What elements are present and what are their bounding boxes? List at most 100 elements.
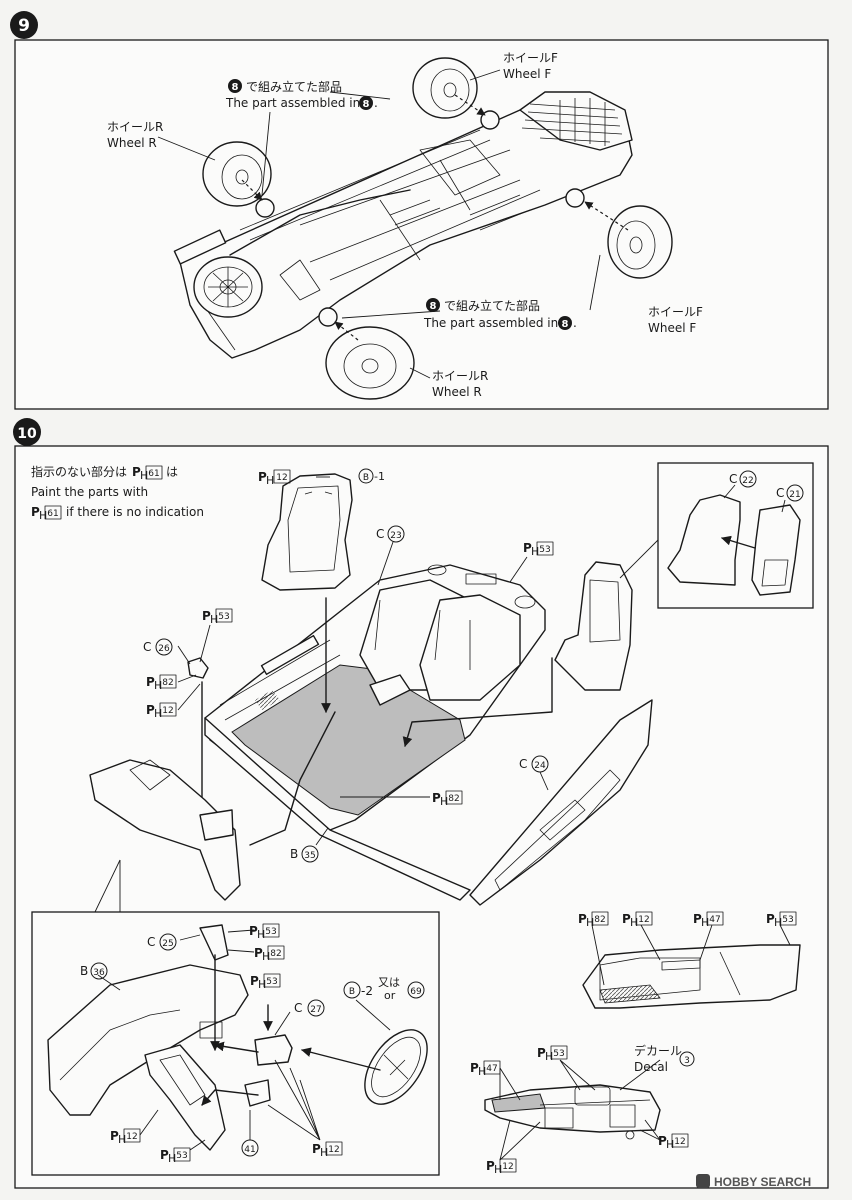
step-9-panel: 9 [10, 11, 829, 410]
svg-text:or: or [384, 989, 396, 1002]
svg-text:H: H [154, 707, 162, 720]
label-c26: C 26 [143, 638, 173, 656]
svg-text:41: 41 [244, 1145, 255, 1155]
svg-text:C: C [519, 757, 527, 771]
svg-text:B: B [349, 987, 355, 997]
wheel-front-top [412, 57, 478, 119]
svg-text:B: B [290, 847, 298, 861]
svg-text:P: P [160, 1148, 169, 1162]
svg-text:-2: -2 [361, 984, 373, 998]
svg-text:H: H [586, 916, 594, 929]
step-10-number: 10 [17, 426, 37, 442]
svg-text:C: C [376, 527, 384, 541]
svg-text:12: 12 [638, 915, 649, 925]
svg-text:P: P [658, 1134, 667, 1148]
svg-text:if there is no indication: if there is no indication [66, 505, 204, 519]
svg-text:P: P [146, 675, 155, 689]
svg-text:8: 8 [232, 82, 239, 93]
svg-text:H: H [630, 916, 638, 929]
svg-text:53: 53 [266, 977, 277, 987]
svg-text:35: 35 [304, 851, 315, 861]
label-lever-top: P H 53 [202, 608, 233, 626]
svg-text:H: H [320, 1146, 328, 1159]
label-c23: C 23 [376, 525, 405, 543]
svg-text:P: P [249, 924, 258, 938]
svg-text:C: C [143, 640, 151, 654]
svg-text:Decal: Decal [634, 1060, 668, 1074]
label-wheel-f-top: ホイールF Wheel F [503, 51, 558, 81]
svg-text:H: H [266, 474, 274, 487]
dashboard-main [89, 759, 241, 901]
svg-text:53: 53 [539, 545, 550, 555]
step-9-number: 9 [18, 16, 30, 36]
svg-text:は: は [166, 465, 178, 479]
svg-text:-1: -1 [374, 470, 385, 483]
svg-text:.: . [573, 316, 577, 330]
svg-text:12: 12 [162, 706, 173, 716]
svg-text:P: P [523, 541, 532, 555]
svg-text:B: B [80, 964, 88, 978]
front-seat-bucket [261, 473, 353, 591]
wheel-front-right [607, 205, 673, 279]
svg-text:53: 53 [782, 915, 793, 925]
svg-text:P: P [537, 1046, 546, 1060]
svg-text:61: 61 [148, 469, 159, 479]
label-c27: C 27 [294, 999, 325, 1017]
svg-text:H: H [262, 950, 270, 963]
svg-text:24: 24 [534, 761, 546, 771]
label-b35: B 35 [290, 845, 319, 863]
label-lever-mid: P H 82 [146, 674, 177, 692]
svg-text:指示のない部分は: 指示のない部分は [31, 464, 127, 479]
svg-text:H: H [258, 978, 266, 991]
svg-text:53: 53 [553, 1049, 564, 1059]
svg-text:P: P [578, 912, 587, 926]
label-front-dash: P H 53 デカール Decal 3 P H 47 P H 12 P H 12 [470, 1043, 695, 1176]
svg-text:12: 12 [674, 1137, 685, 1147]
svg-text:36: 36 [93, 968, 105, 978]
svg-text:69: 69 [410, 987, 422, 997]
svg-text:8: 8 [562, 319, 569, 330]
svg-text:The part assembled in: The part assembled in [423, 316, 558, 330]
svg-text:HOBBY SEARCH: HOBBY SEARCH [714, 1175, 811, 1189]
dashboard-front-view [484, 1059, 661, 1161]
svg-text:P: P [432, 791, 441, 805]
svg-text:P: P [202, 609, 211, 623]
front-seat-right [554, 561, 633, 691]
door-panel-c24 [469, 699, 653, 906]
svg-text:82: 82 [270, 949, 281, 959]
svg-text:H: H [168, 1152, 176, 1165]
label-rear-paint: P H 53 [523, 541, 554, 558]
svg-text:P: P [31, 505, 40, 519]
interior-tub [204, 564, 546, 901]
svg-text:H: H [118, 1133, 126, 1146]
label-wheel-r-bottom: ホイールR Wheel R [432, 369, 488, 399]
label-c21: C 21 [776, 484, 804, 502]
svg-text:B: B [363, 473, 369, 483]
svg-text:で組み立てた部品: で組み立てた部品 [444, 298, 540, 313]
svg-text:P: P [110, 1129, 119, 1143]
svg-text:Wheel R: Wheel R [107, 136, 157, 150]
wheel-rear-left [202, 141, 272, 207]
svg-text:C: C [776, 486, 784, 500]
svg-text:P: P [132, 465, 141, 479]
svg-text:P: P [470, 1061, 479, 1075]
svg-text:H: H [478, 1065, 486, 1078]
svg-text:61: 61 [47, 509, 58, 519]
door-detail [582, 924, 801, 1009]
svg-text:H: H [774, 916, 782, 929]
wheel-rear-bottom [325, 326, 415, 400]
svg-text:3: 3 [684, 1056, 690, 1066]
svg-text:25: 25 [162, 939, 173, 949]
svg-text:53: 53 [218, 612, 229, 622]
svg-text:8: 8 [430, 301, 437, 312]
svg-text:ホイールF: ホイールF [503, 51, 558, 65]
svg-text:82: 82 [594, 915, 605, 925]
watermark: HOBBY SEARCH [696, 1174, 811, 1189]
svg-text:53: 53 [265, 927, 276, 937]
svg-text:P: P [312, 1142, 321, 1156]
label-lever-bot: P H 12 [146, 702, 177, 720]
svg-text:P: P [766, 912, 775, 926]
svg-text:22: 22 [742, 476, 753, 486]
svg-text:H: H [154, 679, 162, 692]
